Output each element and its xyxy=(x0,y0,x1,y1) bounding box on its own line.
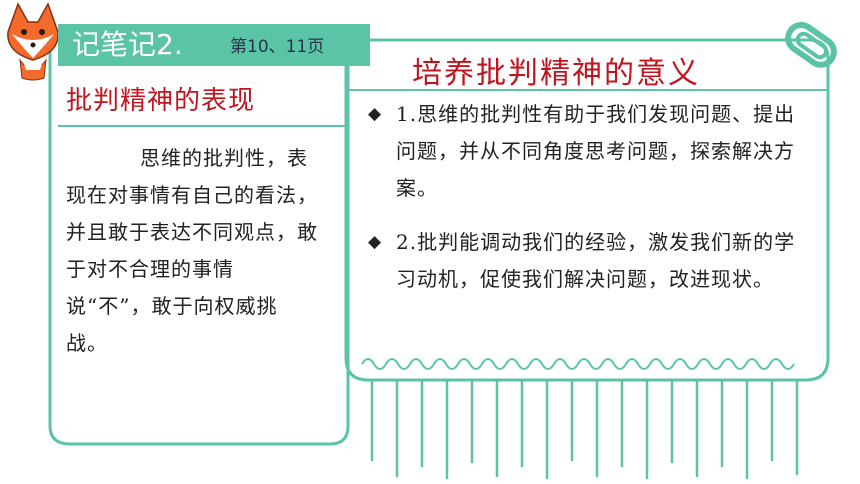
paperclip-icon xyxy=(785,22,837,68)
diamond-bullet-icon: ◆ xyxy=(368,232,382,252)
banner-page-ref: 第10、11页 xyxy=(230,37,325,57)
point-text: 1.思维的批判性有助于我们发现问题、提出问题，并从不同角度思考问题，探索解决方案… xyxy=(396,102,796,200)
hanging-lines xyxy=(370,378,799,480)
banner-title: 记笔记2. xyxy=(72,28,183,61)
right-card-title: 培养批判精神的意义 xyxy=(412,56,700,91)
left-card-text: 思维的批判性，表现在对事情有自己的看法，并且敢于表达不同观点，敢于对不合理的事情… xyxy=(66,146,318,355)
significance-point: ◆ 2.批判能调动我们的经验，激发我们新的学习动机，促使我们解决问题，改进现状。 xyxy=(368,224,808,298)
significance-point: ◆ 1.思维的批判性有助于我们发现问题、提出问题，并从不同角度思考问题，探索解决… xyxy=(368,96,808,207)
header-banner xyxy=(58,24,370,66)
diamond-bullet-icon: ◆ xyxy=(368,104,382,124)
left-card-border xyxy=(48,46,350,446)
wave-ornament xyxy=(361,358,795,370)
left-card-title: 批判精神的表现 xyxy=(66,86,256,116)
fox-mascot-icon xyxy=(7,2,59,81)
point-text: 2.批判能调动我们的经验，激发我们新的学习动机，促使我们解决问题，改进现状。 xyxy=(396,230,796,291)
